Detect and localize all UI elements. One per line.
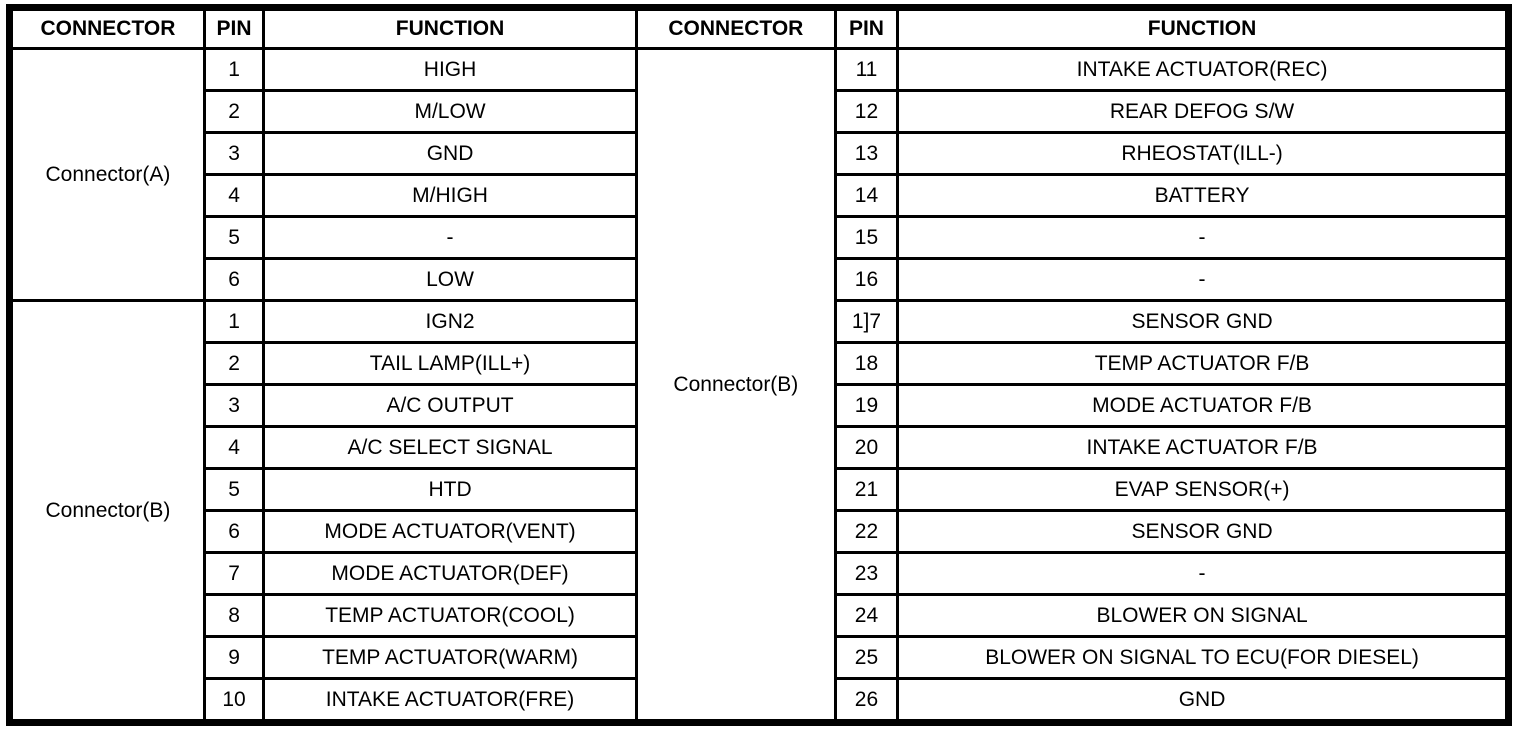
connector-cell-a: Connector(A): [8, 47, 206, 302]
pin-cell: 22: [833, 509, 900, 554]
function-cell: BLOWER ON SIGNAL TO ECU(FOR DIESEL): [896, 635, 1510, 680]
table-row: Connector(A) 1 HIGH Connector(B) 11 INTA…: [8, 47, 1510, 724]
table-row: 5 - 15 -: [10, 215, 1510, 260]
function-cell: LOW: [262, 257, 638, 302]
pin-cell: 1: [202, 299, 266, 344]
function-cell: M/HIGH: [262, 173, 638, 218]
function-cell: INTAKE ACTUATOR(REC): [896, 47, 1510, 92]
pin-cell: 7: [202, 551, 266, 596]
function-cell: -: [896, 257, 1510, 302]
function-cell: INTAKE ACTUATOR F/B: [896, 425, 1510, 470]
function-cell: GND: [262, 131, 638, 176]
function-cell: IGN2: [262, 299, 638, 344]
function-cell: RHEOSTAT(ILL-): [896, 131, 1510, 176]
table-row: 4 M/HIGH 14 BATTERY: [10, 173, 1510, 218]
header-function-left: FUNCTION: [262, 6, 638, 50]
function-cell: GND: [896, 677, 1510, 724]
table-row: 6 LOW 16 -: [10, 257, 1510, 302]
table-row: 10 INTAKE ACTUATOR(FRE) 26 GND: [10, 677, 1510, 724]
function-cell: SENSOR GND: [896, 509, 1510, 554]
pin-cell: 25: [833, 635, 900, 680]
pin-cell: 1]7: [833, 299, 900, 344]
pin-cell: 3: [202, 383, 266, 428]
function-cell: REAR DEFOG S/W: [896, 89, 1510, 134]
pin-cell: 10: [202, 677, 266, 724]
function-cell: SENSOR GND: [896, 299, 1510, 344]
connector-cell-b-left: Connector(B): [8, 299, 206, 724]
pin-cell: 15: [833, 215, 900, 260]
pin-cell: 13: [833, 131, 900, 176]
header-connector-right: CONNECTOR: [634, 6, 837, 50]
pin-cell: 2: [202, 341, 266, 386]
table-row: 8 TEMP ACTUATOR(COOL) 24 BLOWER ON SIGNA…: [10, 593, 1510, 638]
function-cell: -: [896, 551, 1510, 596]
header-pin-right: PIN: [833, 6, 900, 50]
pin-cell: 5: [202, 215, 266, 260]
table-row: 2 TAIL LAMP(ILL+) 18 TEMP ACTUATOR F/B: [10, 341, 1510, 386]
table-row: 6 MODE ACTUATOR(VENT) 22 SENSOR GND: [10, 509, 1510, 554]
pin-cell: 23: [833, 551, 900, 596]
header-row: CONNECTOR PIN FUNCTION CONNECTOR PIN FUN…: [8, 6, 1510, 50]
function-cell: M/LOW: [262, 89, 638, 134]
pin-cell: 19: [833, 383, 900, 428]
table-row: 5 HTD 21 EVAP SENSOR(+): [10, 467, 1510, 512]
pin-cell: 5: [202, 467, 266, 512]
pin-cell: 18: [833, 341, 900, 386]
table-row: 7 MODE ACTUATOR(DEF) 23 -: [10, 551, 1510, 596]
pin-cell: 14: [833, 173, 900, 218]
function-cell: MODE ACTUATOR F/B: [896, 383, 1510, 428]
table-row: 4 A/C SELECT SIGNAL 20 INTAKE ACTUATOR F…: [10, 425, 1510, 470]
function-cell: A/C SELECT SIGNAL: [262, 425, 638, 470]
header-function-right: FUNCTION: [896, 6, 1510, 50]
header-connector-left: CONNECTOR: [8, 6, 206, 50]
function-cell: BATTERY: [896, 173, 1510, 218]
pin-cell: 3: [202, 131, 266, 176]
pin-cell: 6: [202, 509, 266, 554]
table-row: Connector(B) 1 IGN2 1]7 SENSOR GND: [8, 299, 1510, 724]
pin-cell: 6: [202, 257, 266, 302]
pin-cell: 4: [202, 173, 266, 218]
function-cell: BLOWER ON SIGNAL: [896, 593, 1510, 638]
pin-cell: 1: [202, 47, 266, 92]
table-row: 2 M/LOW 12 REAR DEFOG S/W: [10, 89, 1510, 134]
function-cell: MODE ACTUATOR(VENT): [262, 509, 638, 554]
function-cell: -: [262, 215, 638, 260]
table-row: 3 GND 13 RHEOSTAT(ILL-): [10, 131, 1510, 176]
pin-cell: 2: [202, 89, 266, 134]
pin-cell: 4: [202, 425, 266, 470]
pin-cell: 26: [833, 677, 900, 724]
function-cell: INTAKE ACTUATOR(FRE): [262, 677, 638, 724]
function-cell: HIGH: [262, 47, 638, 92]
function-cell: A/C OUTPUT: [262, 383, 638, 428]
table-row: 9 TEMP ACTUATOR(WARM) 25 BLOWER ON SIGNA…: [10, 635, 1510, 680]
connector-cell-b-right: Connector(B): [634, 47, 837, 724]
pin-cell: 11: [833, 47, 900, 92]
function-cell: MODE ACTUATOR(DEF): [262, 551, 638, 596]
function-cell: TEMP ACTUATOR F/B: [896, 341, 1510, 386]
function-cell: TEMP ACTUATOR(WARM): [262, 635, 638, 680]
pin-cell: 9: [202, 635, 266, 680]
pin-cell: 12: [833, 89, 900, 134]
header-pin-left: PIN: [202, 6, 266, 50]
function-cell: EVAP SENSOR(+): [896, 467, 1510, 512]
function-cell: HTD: [262, 467, 638, 512]
pin-cell: 16: [833, 257, 900, 302]
function-cell: TEMP ACTUATOR(COOL): [262, 593, 638, 638]
table-row: 3 A/C OUTPUT 19 MODE ACTUATOR F/B: [10, 383, 1510, 428]
function-cell: TAIL LAMP(ILL+): [262, 341, 638, 386]
pin-cell: 20: [833, 425, 900, 470]
pin-cell: 24: [833, 593, 900, 638]
pin-cell: 21: [833, 467, 900, 512]
function-cell: -: [896, 215, 1510, 260]
connector-pinout-table: CONNECTOR PIN FUNCTION CONNECTOR PIN FUN…: [6, 4, 1512, 726]
pin-cell: 8: [202, 593, 266, 638]
